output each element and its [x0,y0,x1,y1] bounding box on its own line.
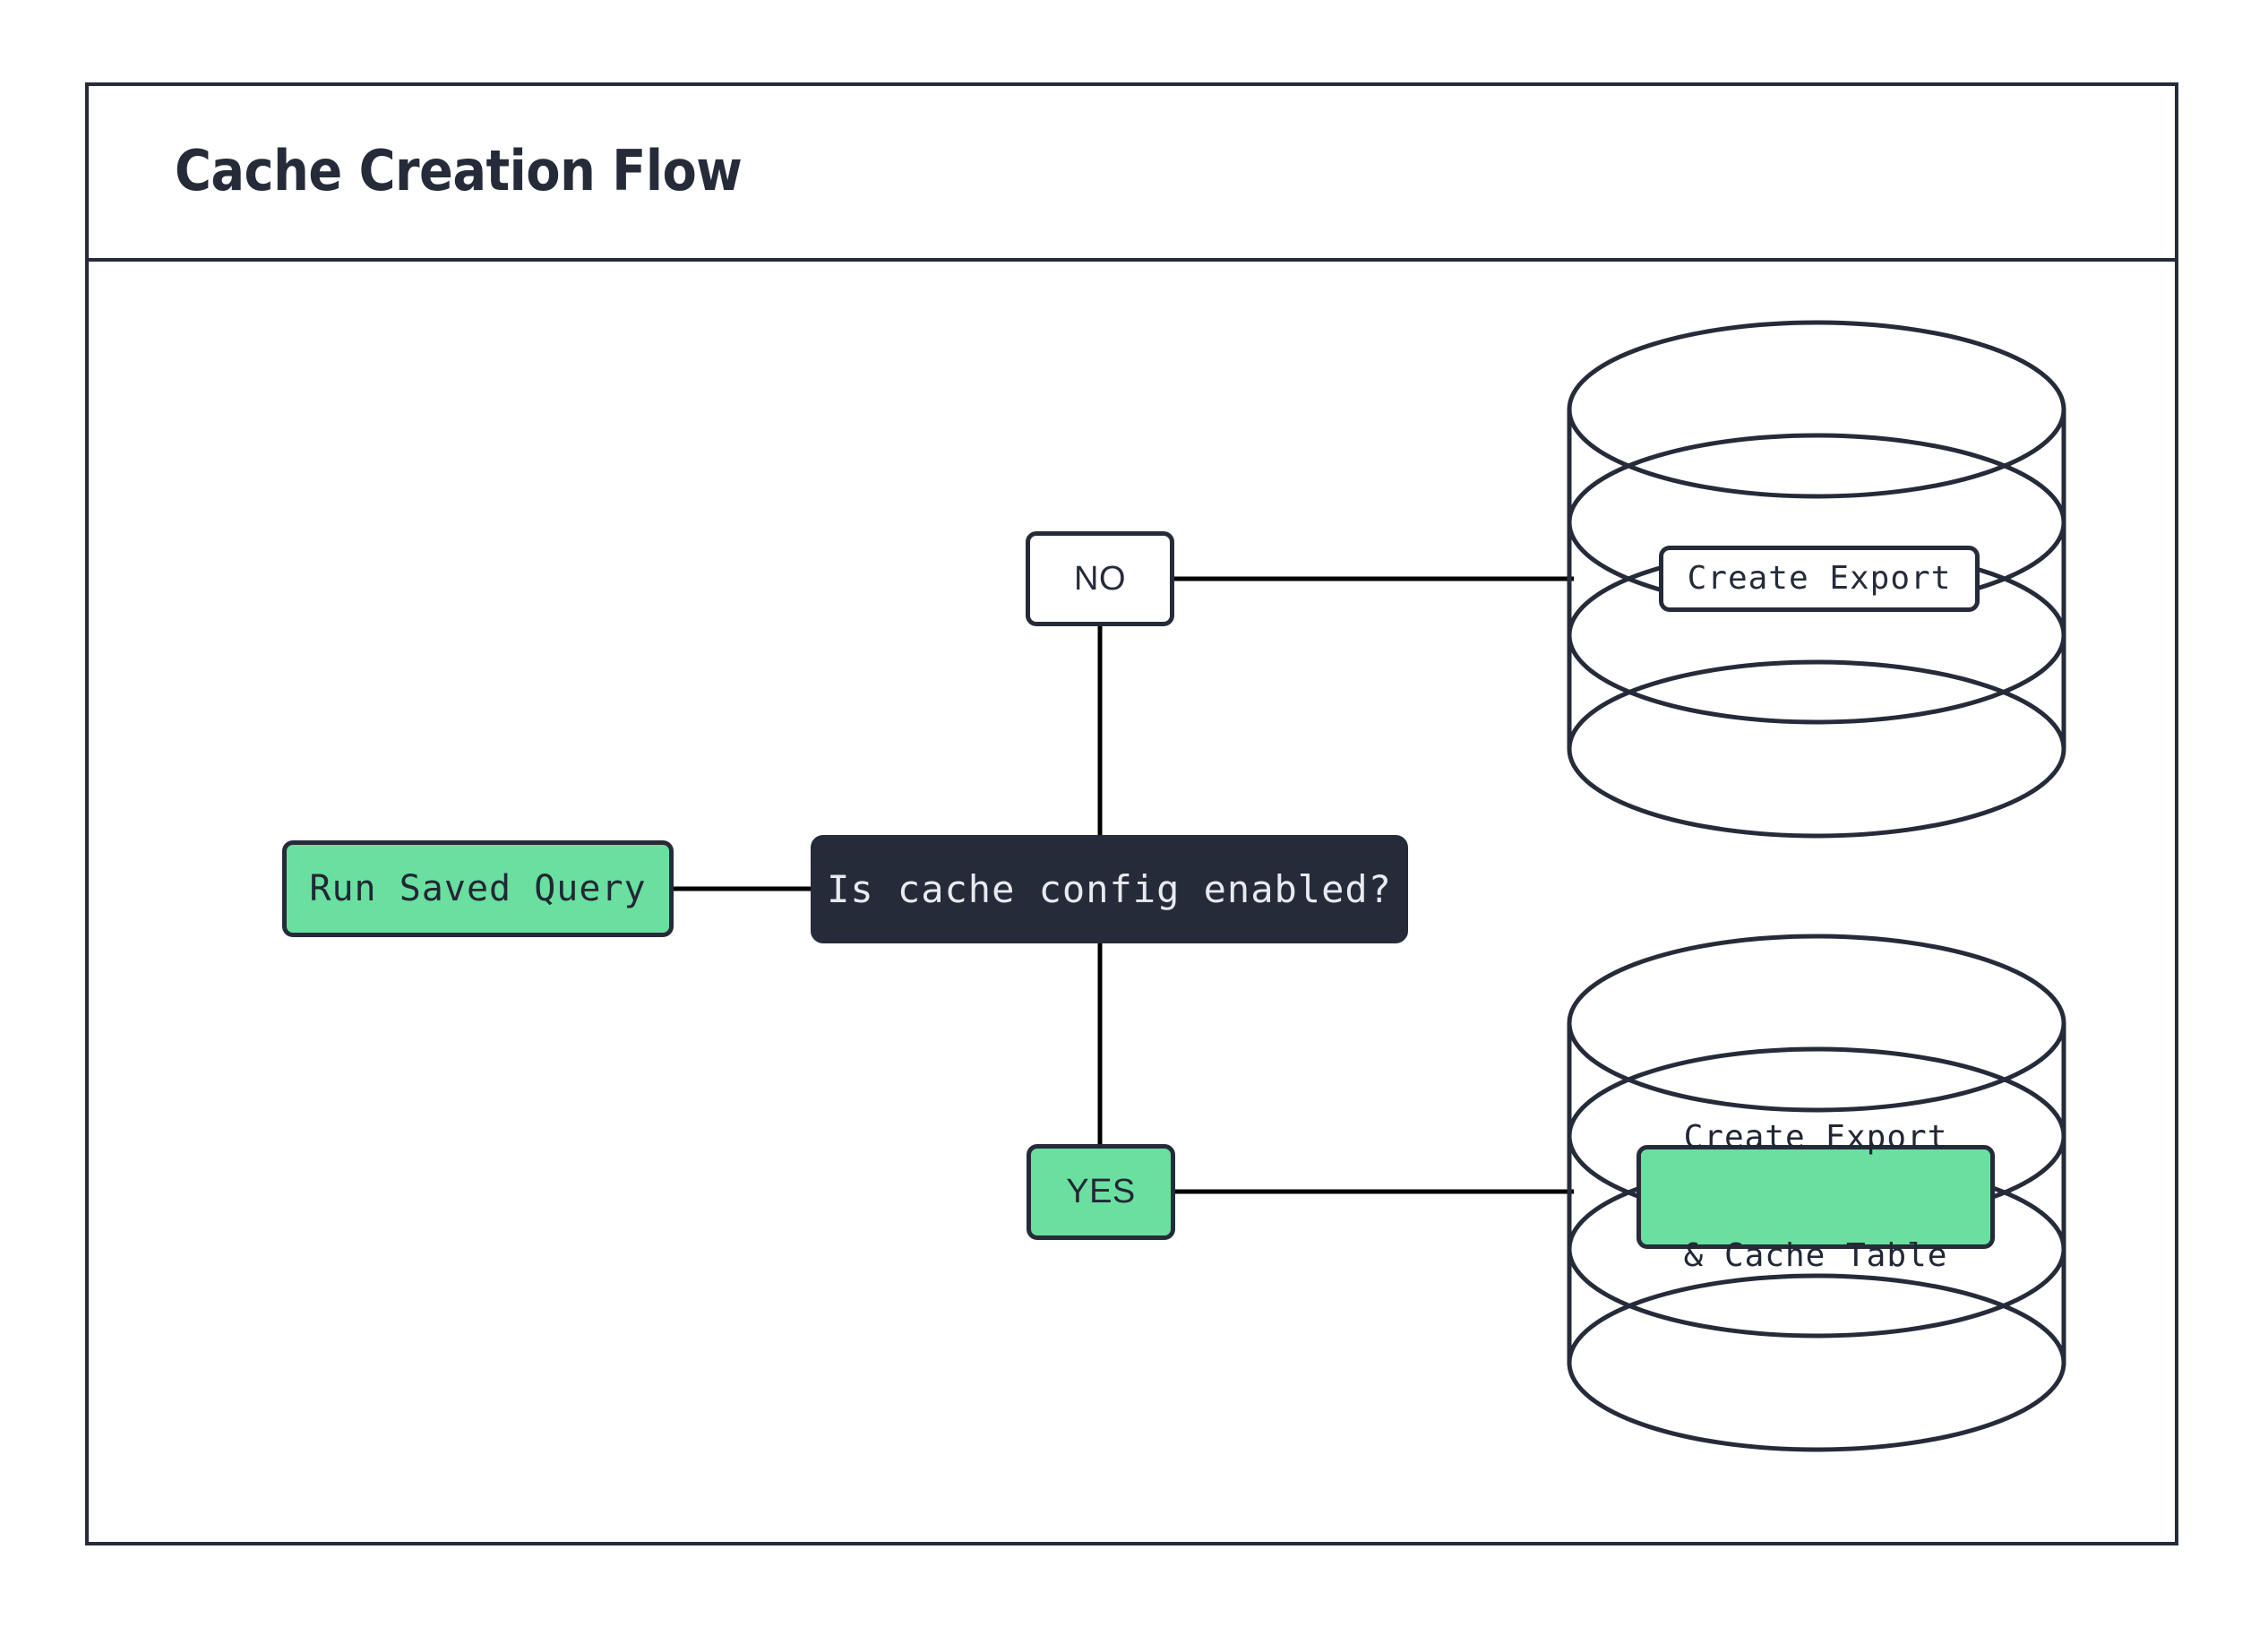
node-database-bottom-label-create-export-cache-table[interactable]: Create Export & Cache Table [1637,1119,1995,1274]
node-run-saved-query[interactable]: Run Saved Query [282,840,674,937]
diagram-header: Cache Creation Flow [85,82,2178,262]
node-decision-is-cache-config-enabled[interactable]: Is cache config enabled? [811,835,1408,943]
cache-label-line-2: & Cache Table [1683,1236,1948,1274]
node-branch-no[interactable]: NO [1026,531,1174,626]
node-database-top-label-create-export[interactable]: Create Export [1659,546,1980,612]
node-branch-yes[interactable]: YES [1027,1144,1175,1240]
page-title: Cache Creation Flow [175,137,743,203]
cache-label-line-1: Create Export [1683,1119,1948,1157]
